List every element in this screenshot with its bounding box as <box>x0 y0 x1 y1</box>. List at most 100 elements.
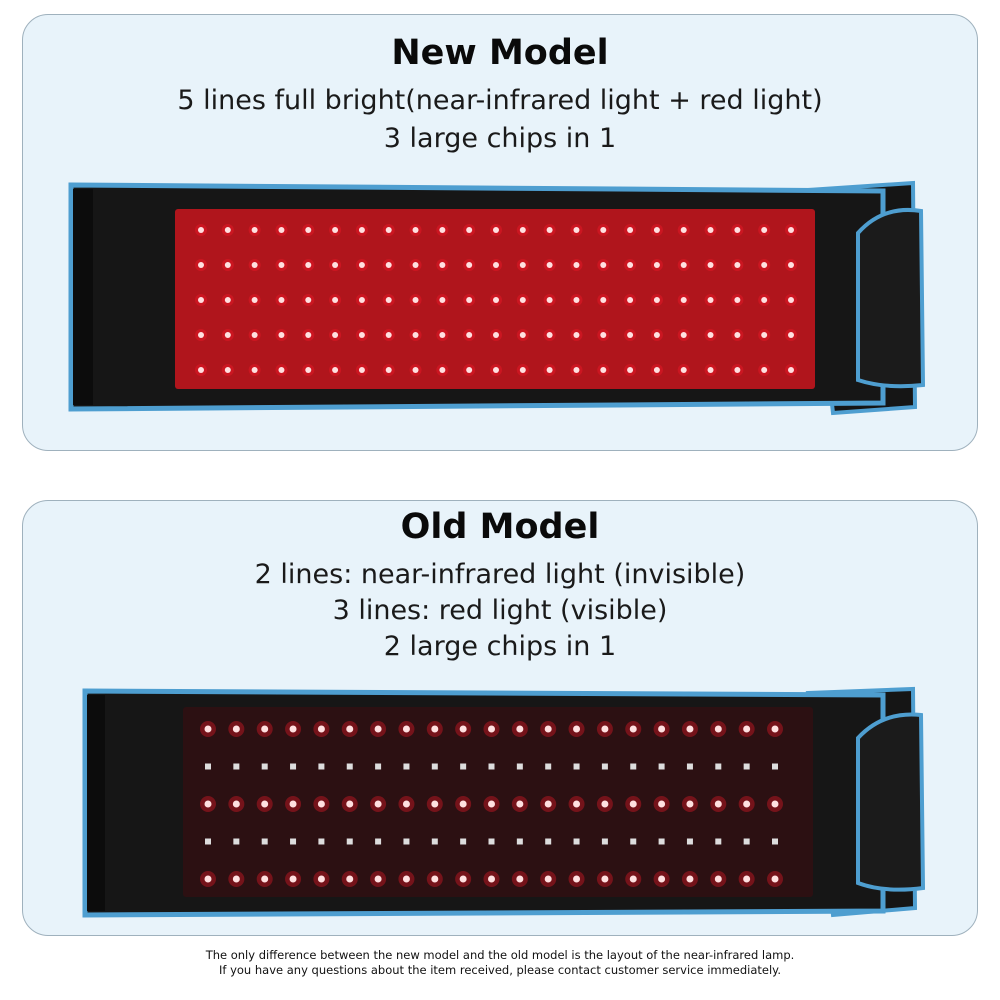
red-led <box>488 875 495 883</box>
red-led <box>251 367 258 373</box>
old-model-title: Old Model <box>400 507 600 547</box>
near-infrared-chip <box>403 838 410 845</box>
near-infrared-chip <box>743 763 750 770</box>
near-infrared-chip <box>658 838 665 845</box>
red-led <box>493 227 499 233</box>
red-led <box>412 262 419 268</box>
red-led <box>332 297 339 303</box>
red-led <box>546 227 553 233</box>
near-infrared-chip <box>318 838 325 845</box>
red-led <box>707 227 714 233</box>
red-led <box>346 725 354 733</box>
red-led <box>788 227 794 233</box>
red-led <box>431 875 439 883</box>
red-led <box>439 297 446 303</box>
near-infrared-chip <box>346 763 353 770</box>
red-led <box>546 297 553 303</box>
near-infrared-chip <box>488 838 495 845</box>
near-infrared-chip <box>772 763 778 770</box>
new-model-feature-1: 5 lines full bright(near-infrared light … <box>177 85 823 116</box>
red-led <box>412 227 419 233</box>
red-led <box>332 227 339 233</box>
red-led <box>743 875 751 883</box>
red-led <box>358 297 365 303</box>
red-led <box>459 875 467 883</box>
red-led <box>788 332 794 338</box>
red-led <box>734 297 741 303</box>
near-infrared-chip <box>601 838 608 845</box>
red-led <box>488 800 495 808</box>
red-led <box>573 725 581 733</box>
red-led <box>714 875 722 883</box>
red-led <box>374 875 382 883</box>
red-led <box>261 800 269 808</box>
red-led <box>707 262 714 268</box>
red-led <box>305 297 312 303</box>
near-infrared-chip <box>516 763 523 770</box>
red-led <box>317 725 325 733</box>
red-led <box>332 332 339 338</box>
red-led <box>466 367 473 373</box>
red-led <box>516 800 524 808</box>
old-model-feature-2: 3 lines: red light (visible) <box>332 595 668 626</box>
red-led <box>493 262 499 268</box>
red-led <box>224 262 231 268</box>
near-infrared-chip <box>573 838 580 845</box>
red-led <box>278 227 285 233</box>
red-led <box>439 367 446 373</box>
red-led <box>232 725 240 733</box>
new-model-panel: New Model 5 lines full bright(near-infra… <box>22 14 978 451</box>
near-infrared-chip <box>205 763 211 770</box>
red-led <box>653 332 660 338</box>
red-led <box>601 875 609 883</box>
red-led <box>743 725 751 733</box>
near-infrared-chip <box>431 763 438 770</box>
red-led <box>278 297 285 303</box>
red-led <box>493 332 499 338</box>
near-infrared-chip <box>488 763 495 770</box>
near-infrared-chip <box>630 838 637 845</box>
red-led <box>627 262 634 268</box>
red-led <box>224 332 231 338</box>
red-led <box>261 725 269 733</box>
red-led <box>493 297 499 303</box>
near-infrared-chip <box>545 838 552 845</box>
red-led <box>232 875 240 883</box>
red-led <box>629 800 637 808</box>
red-led <box>251 297 258 303</box>
red-led <box>204 875 212 883</box>
red-led <box>385 262 392 268</box>
red-led <box>544 875 552 883</box>
red-led <box>788 262 794 268</box>
red-led <box>385 332 392 338</box>
red-led <box>493 367 499 373</box>
near-infrared-chip <box>630 763 637 770</box>
near-infrared-chip <box>205 838 211 845</box>
red-led <box>412 332 419 338</box>
red-led <box>439 262 446 268</box>
red-led <box>198 227 204 233</box>
red-led <box>198 262 204 268</box>
red-led <box>402 800 410 808</box>
near-infrared-chip <box>233 838 240 845</box>
red-led <box>761 227 768 233</box>
red-led <box>546 332 553 338</box>
red-led <box>627 297 634 303</box>
red-led <box>600 262 607 268</box>
red-led <box>629 725 637 733</box>
near-infrared-chip <box>346 838 353 845</box>
near-infrared-chip <box>658 763 665 770</box>
red-led <box>358 262 365 268</box>
near-infrared-chip <box>545 763 552 770</box>
red-led <box>714 725 722 733</box>
red-led <box>317 875 325 883</box>
red-led <box>516 725 524 733</box>
red-led <box>224 367 231 373</box>
red-led <box>600 367 607 373</box>
red-led <box>412 297 419 303</box>
red-led <box>459 725 467 733</box>
red-led <box>439 332 446 338</box>
near-infrared-chip <box>601 763 608 770</box>
near-infrared-chip <box>772 838 778 845</box>
red-led <box>261 875 269 883</box>
